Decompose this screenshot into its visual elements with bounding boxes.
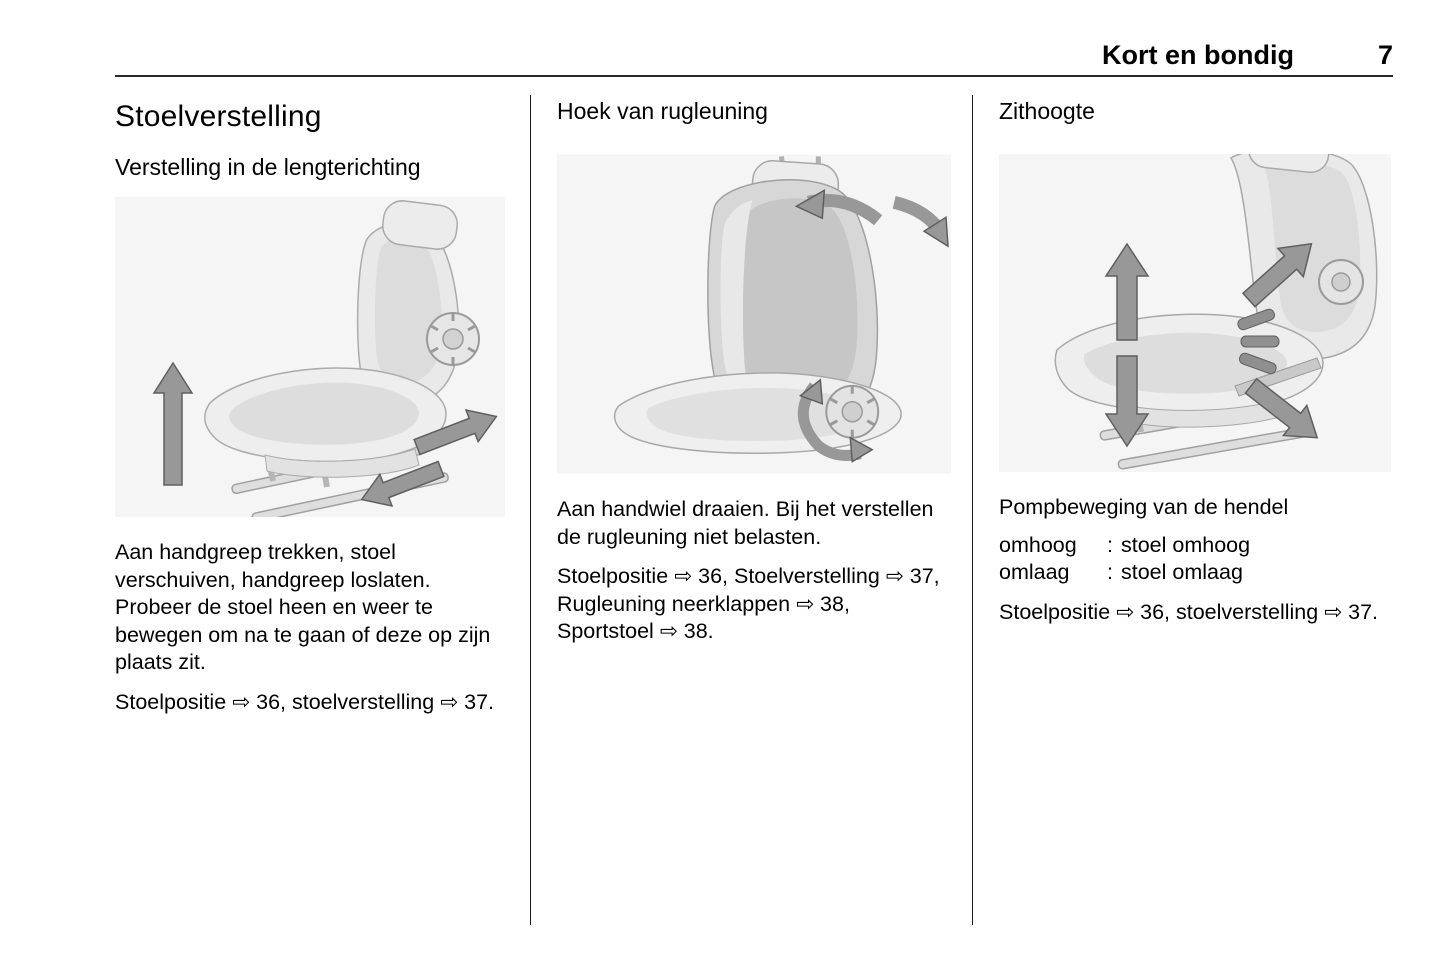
backrest-tilt-arrows-icon [794,188,949,248]
list-colon: : [1107,532,1113,557]
column-stoelverstelling: Stoelverstelling Verstelling in de lengt… [115,98,505,726]
list-term: omlaag [999,560,1070,585]
body-text: Aan handwiel draaien. Bij het verstellen… [557,497,934,549]
handwheel-icon [426,312,480,366]
column-hoek-van-rugleuning: Hoek van rugleuning [557,98,951,656]
section-title: Kort en bondig [1102,40,1294,70]
adjustment-list: omhoog : stoel omhoog omlaag : stoel oml… [999,532,1391,587]
reference-text: Stoelpositie ⇨ 36, Stoelverstelling ⇨ 37… [557,564,940,644]
lever-down-arrow-icon [1244,377,1319,439]
pump-stroke-ticks-icon [1237,308,1280,375]
column-divider [972,95,973,925]
seat-longitudinal-illustration [115,197,505,517]
column-zithoogte: Zithoogte [999,98,1391,636]
height-up-arrow-icon [1104,242,1150,341]
lever-up-arrow-icon [1241,242,1313,308]
column-subtitle: Verstelling in de lengterichting [115,154,421,180]
list-desc: stoel omlaag [1121,560,1243,585]
body-text: Aan handgreep trekken, stoel verschuiven… [115,540,491,675]
column-title: Stoelverstelling [115,100,322,133]
height-down-arrow-icon [1104,355,1150,448]
slide-backward-arrow-icon [360,460,445,508]
handwheel-icon [1318,259,1364,305]
page-number: 7 [1377,40,1393,70]
list-desc: stoel omhoog [1121,532,1251,557]
reference-text: Stoelpositie ⇨ 36, stoelverstelling ⇨ 37… [999,599,1379,624]
column-divider [530,95,531,925]
handwheel-icon [825,384,880,439]
list-colon: : [1107,560,1113,585]
slide-forward-arrow-icon [413,408,498,456]
up-arrow-icon [152,361,194,486]
page-header: Kort en bondig 7 [115,40,1393,71]
column-title: Hoek van rugleuning [557,98,768,124]
seat-height-illustration [999,154,1391,472]
body-text: Pompbeweging van de hendel [999,495,1289,519]
reference-text: Stoelpositie ⇨ 36, stoelverstelling ⇨ 37… [115,689,495,714]
column-title: Zithoogte [999,98,1095,124]
seat-backrest-angle-illustration [557,154,951,474]
list-term: omhoog [999,532,1077,557]
header-rule [115,75,1393,77]
handwheel-rotation-arrows-icon [797,378,874,463]
